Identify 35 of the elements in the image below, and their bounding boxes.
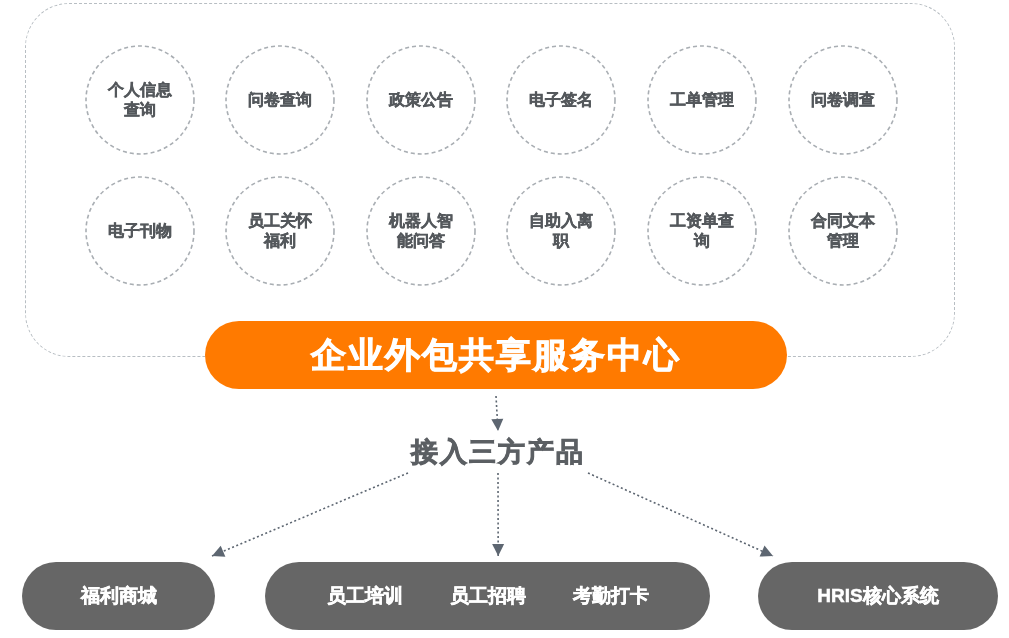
- pill-label: 员工培训: [326, 584, 403, 608]
- service-label: 合同文本管理: [810, 211, 876, 251]
- dotted-arrow: [492, 472, 505, 557]
- pill-label: HRIS核心系统: [817, 584, 939, 608]
- banner-title: 企业外包共享服务中心: [311, 334, 681, 376]
- service-label: 机器人智能问答: [388, 211, 454, 251]
- service-circle: [647, 45, 757, 155]
- service-circle: [647, 176, 757, 286]
- service-label: 电子刊物: [107, 221, 173, 241]
- service-label: 工资单查询: [669, 211, 735, 251]
- service-circle: [506, 176, 616, 286]
- dotted-arrow: [211, 472, 409, 557]
- service-circle: [366, 45, 476, 155]
- service-label: 电子签名: [528, 90, 594, 110]
- service-circle: [366, 176, 476, 286]
- pill-label: 考勤打卡: [572, 584, 649, 608]
- service-circle: [225, 45, 335, 155]
- section-heading: 接入三方产品: [411, 436, 585, 468]
- dotted-arrow: [491, 395, 504, 432]
- dotted-arrow: [587, 472, 774, 557]
- service-label: 个人信息查询: [107, 80, 173, 120]
- service-label: 工单管理: [669, 90, 735, 110]
- service-circle: [788, 176, 898, 286]
- pill-label: 福利商城: [80, 584, 157, 608]
- service-circle: [85, 45, 195, 155]
- service-label: 问卷调查: [810, 90, 876, 110]
- service-circle: [788, 45, 898, 155]
- service-circle: [85, 176, 195, 286]
- service-label: 问卷查询: [247, 90, 313, 110]
- service-circle: [506, 45, 616, 155]
- service-label: 政策公告: [388, 90, 454, 110]
- service-label: 自助入离职: [528, 211, 594, 251]
- service-circle: [225, 176, 335, 286]
- pill-label: 员工招聘: [449, 584, 526, 608]
- service-label: 员工关怀福利: [247, 211, 313, 251]
